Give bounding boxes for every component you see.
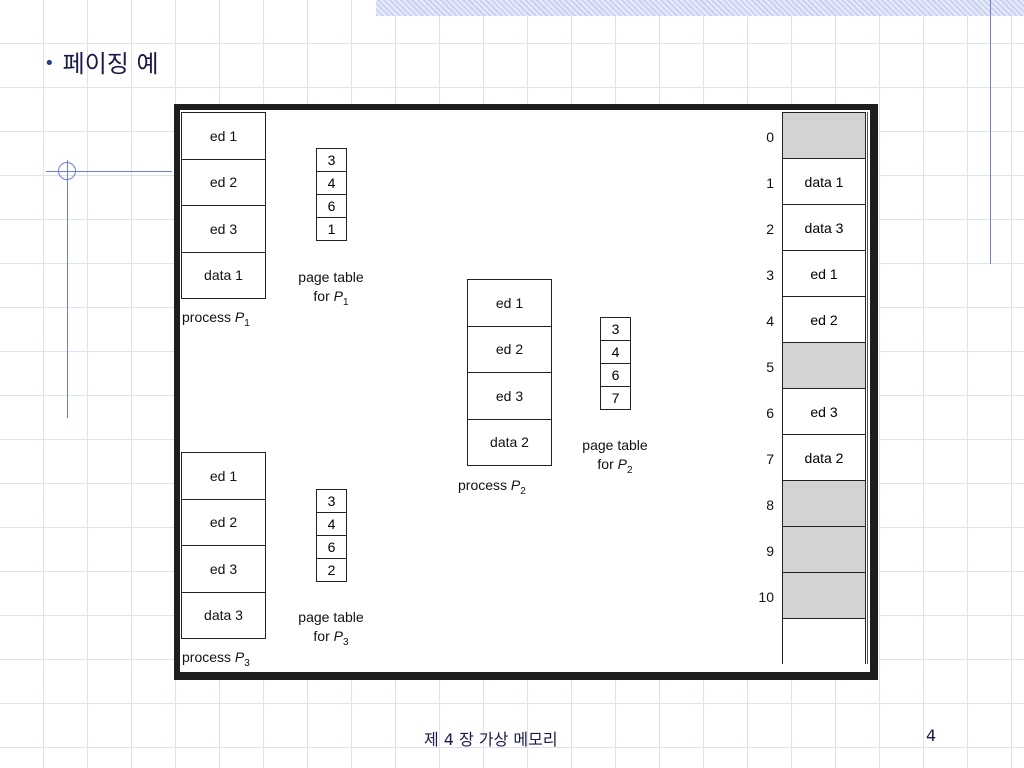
bullet: • — [44, 53, 55, 74]
page-table-entry: 3 — [316, 148, 347, 172]
frame-number: 10 — [758, 589, 774, 605]
left-decorative-line — [67, 160, 68, 418]
logical-page: ed 2 — [467, 325, 552, 373]
frame-number: 5 — [766, 359, 774, 375]
frame-number: 0 — [766, 129, 774, 145]
page-number: 4 — [926, 726, 937, 745]
page-table-entry: 3 — [316, 489, 347, 513]
left-decorative-hline — [46, 171, 172, 172]
frame-number: 9 — [766, 543, 774, 559]
logical-page: ed 3 — [467, 372, 552, 420]
memory-column-right-edge — [865, 618, 866, 664]
logical-page: ed 1 — [181, 452, 266, 500]
page-table-entry: 4 — [316, 171, 347, 195]
slide-title: • 페이징 예 — [44, 44, 159, 79]
logical-page: ed 3 — [181, 205, 266, 253]
page-table-entry: 6 — [316, 535, 347, 559]
frame-number: 1 — [766, 175, 774, 191]
page-table-entry: 1 — [316, 217, 347, 241]
page-table-entry: 6 — [316, 194, 347, 218]
slide-footer: 제 4 장 가상 메모리 — [424, 730, 558, 749]
right-decorative-line — [990, 0, 991, 264]
memory-frame: data 2 — [782, 434, 866, 481]
logical-page: ed 2 — [181, 498, 266, 546]
memory-frame — [782, 112, 866, 159]
memory-frame — [782, 480, 866, 527]
top-decorative-bar — [376, 0, 1024, 16]
memory-frame: data 1 — [782, 158, 866, 205]
memory-frame — [782, 572, 866, 619]
logical-page: data 3 — [181, 591, 266, 639]
memory-frame — [782, 342, 866, 389]
memory-outer-edge — [867, 112, 868, 664]
logical-page: ed 1 — [181, 112, 266, 160]
logical-page: ed 2 — [181, 158, 266, 206]
page-table-entry: 3 — [600, 317, 631, 341]
decorative-circle — [58, 162, 76, 180]
process-label: process P1 — [182, 309, 250, 329]
process-label: process P3 — [182, 649, 250, 669]
title-text: 페이징 예 — [62, 50, 159, 78]
memory-frame: data 3 — [782, 204, 866, 251]
page-table-entry: 6 — [600, 363, 631, 387]
page-table-entry: 4 — [600, 340, 631, 364]
logical-page: ed 3 — [181, 545, 266, 593]
frame-number: 7 — [766, 451, 774, 467]
memory-frame — [782, 526, 866, 573]
page-table-entry: 2 — [316, 558, 347, 582]
logical-page: ed 1 — [467, 279, 552, 327]
memory-column-left-edge — [782, 618, 783, 664]
frame-number: 6 — [766, 405, 774, 421]
logical-page: data 2 — [467, 418, 552, 466]
frame-number: 4 — [766, 313, 774, 329]
memory-frame: ed 1 — [782, 250, 866, 297]
frame-number: 3 — [766, 267, 774, 283]
memory-frame: ed 3 — [782, 388, 866, 435]
frame-number: 2 — [766, 221, 774, 237]
memory-frame: ed 2 — [782, 296, 866, 343]
page-table-entry: 4 — [316, 512, 347, 536]
page-table-entry: 7 — [600, 386, 631, 410]
frame-number: 8 — [766, 497, 774, 513]
process-label: process P2 — [458, 477, 526, 497]
logical-page: data 1 — [181, 251, 266, 299]
